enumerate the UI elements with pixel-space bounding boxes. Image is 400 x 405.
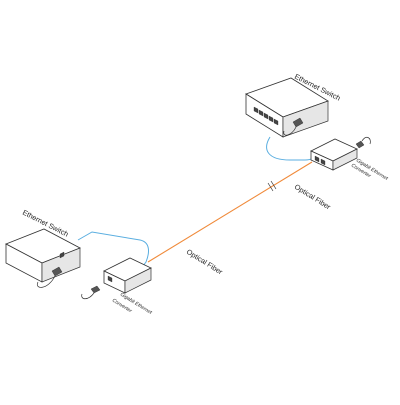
fiber-label-upper: Optical Fiber [293, 182, 333, 212]
fiber-label-lower: Optical Fiber [185, 247, 225, 277]
plug-icon [355, 136, 371, 149]
ethernet-cable-top [266, 136, 316, 161]
optical-fiber-link [147, 161, 313, 263]
ethernet-cable-left [77, 231, 149, 271]
switch-ports [253, 106, 279, 126]
media-converter-left [81, 257, 152, 300]
ethernet-switch-top [245, 77, 329, 138]
plug-icon [81, 285, 101, 300]
ethernet-switch-left [5, 228, 81, 288]
optical-fiber-cable [147, 161, 313, 263]
media-converter-top [310, 136, 371, 171]
plug-icon [36, 266, 63, 288]
plug-icon [283, 117, 304, 136]
fiber-break-icon [267, 180, 277, 192]
